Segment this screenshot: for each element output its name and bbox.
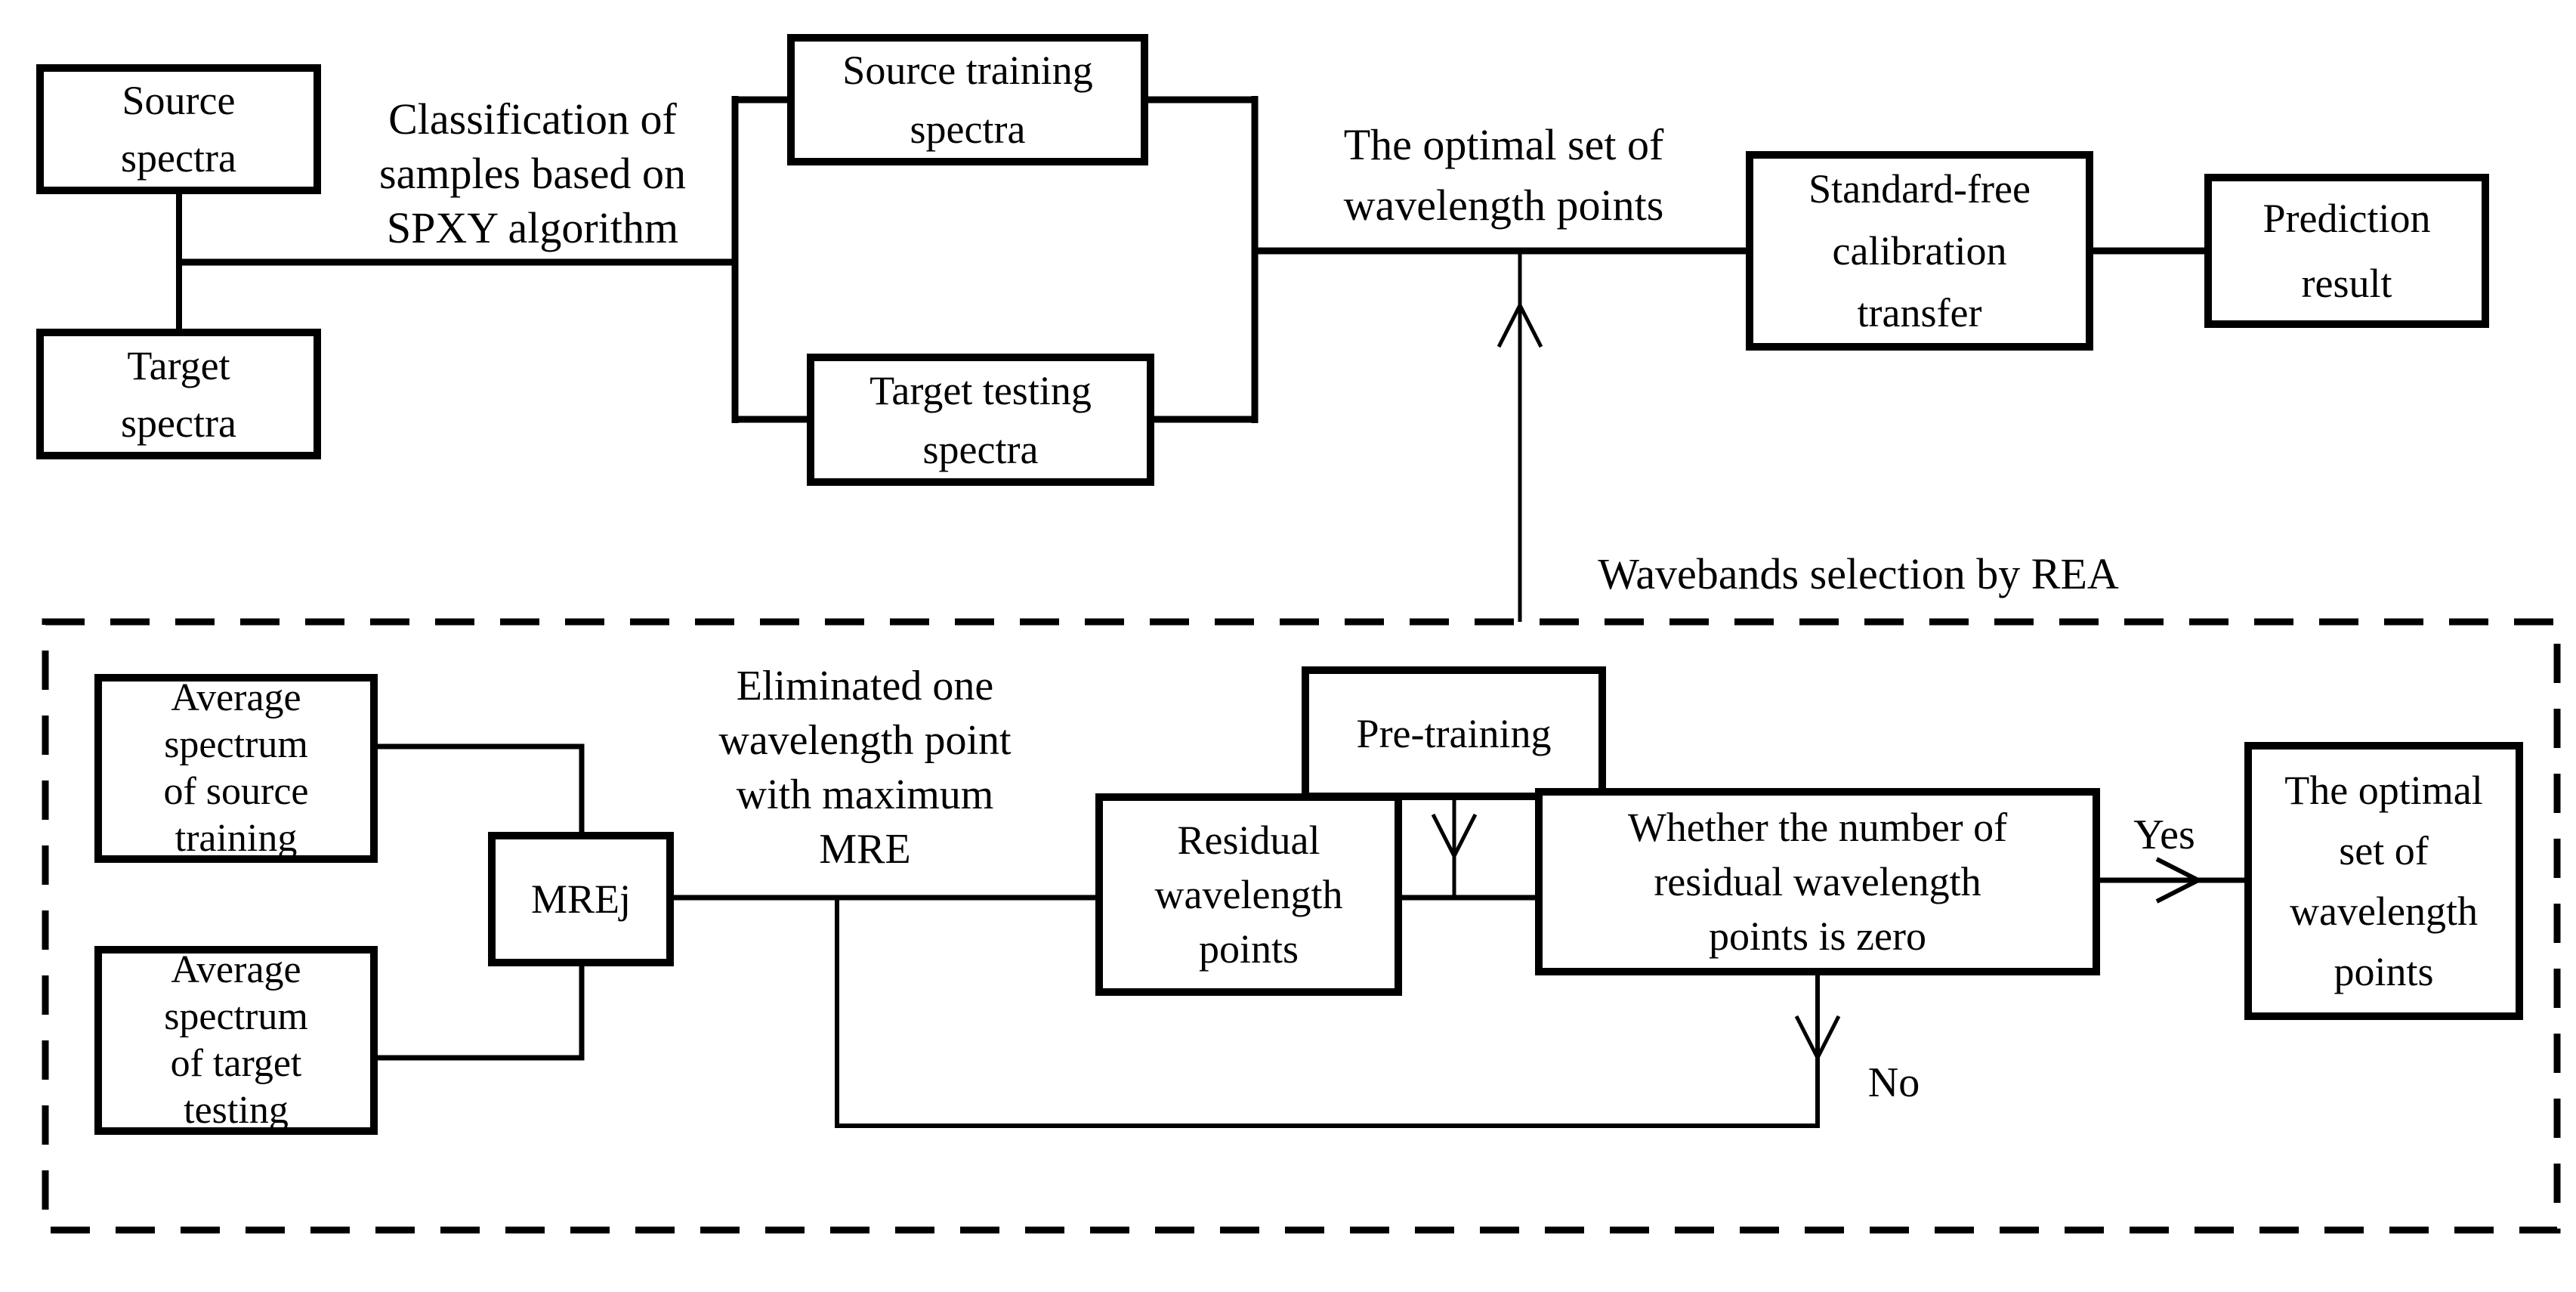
target-spectra-box: Target spectra: [36, 329, 321, 459]
arrowhead-down-pretraining-icon: [1431, 813, 1478, 861]
optimal-set-note: The optimal set of wavelength points: [1343, 120, 1664, 230]
line-no-feedback: [835, 898, 1820, 1128]
arrowhead-down-no-icon: [1794, 1015, 1841, 1062]
average-spectrum-source-box: Average spectrum of source training: [94, 674, 378, 863]
source-training-spectra-box: Source training spectra: [787, 34, 1148, 165]
pre-training-box: Pre-training: [1302, 666, 1606, 800]
no-label: No: [1867, 1059, 1920, 1106]
arrowhead-up-icon: [1496, 301, 1543, 348]
rea-dashed-border: [42, 618, 2561, 1234]
wavebands-selection-note: Wavebands selection by REA: [1598, 549, 2119, 598]
average-spectrum-target-box: Average spectrum of target testing: [94, 946, 378, 1135]
residual-wavelength-points-box: Residual wavelength points: [1095, 793, 1402, 996]
connector-avg-target-to-mrej: [374, 963, 585, 1061]
source-spectra-box: Source spectra: [36, 64, 321, 194]
connector-avg-source-to-mrej: [374, 743, 585, 836]
optimal-set-box: The optimal set of wavelength points: [2244, 742, 2523, 1020]
standard-free-calibration-transfer-box: Standard-free calibration transfer: [1746, 151, 2093, 351]
eliminated-note: Eliminated one wavelength point with max…: [718, 663, 1012, 873]
prediction-result-box: Prediction result: [2204, 174, 2489, 328]
mrej-box: MREj: [488, 832, 674, 966]
yes-label: Yes: [2133, 811, 2195, 858]
target-testing-spectra-box: Target testing spectra: [807, 354, 1154, 486]
classification-note: Classification of samples based on SPXY …: [379, 94, 686, 252]
decision-box: Whether the number of residual wavelengt…: [1535, 788, 2100, 975]
arrowhead-right-yes-icon: [2155, 857, 2204, 904]
